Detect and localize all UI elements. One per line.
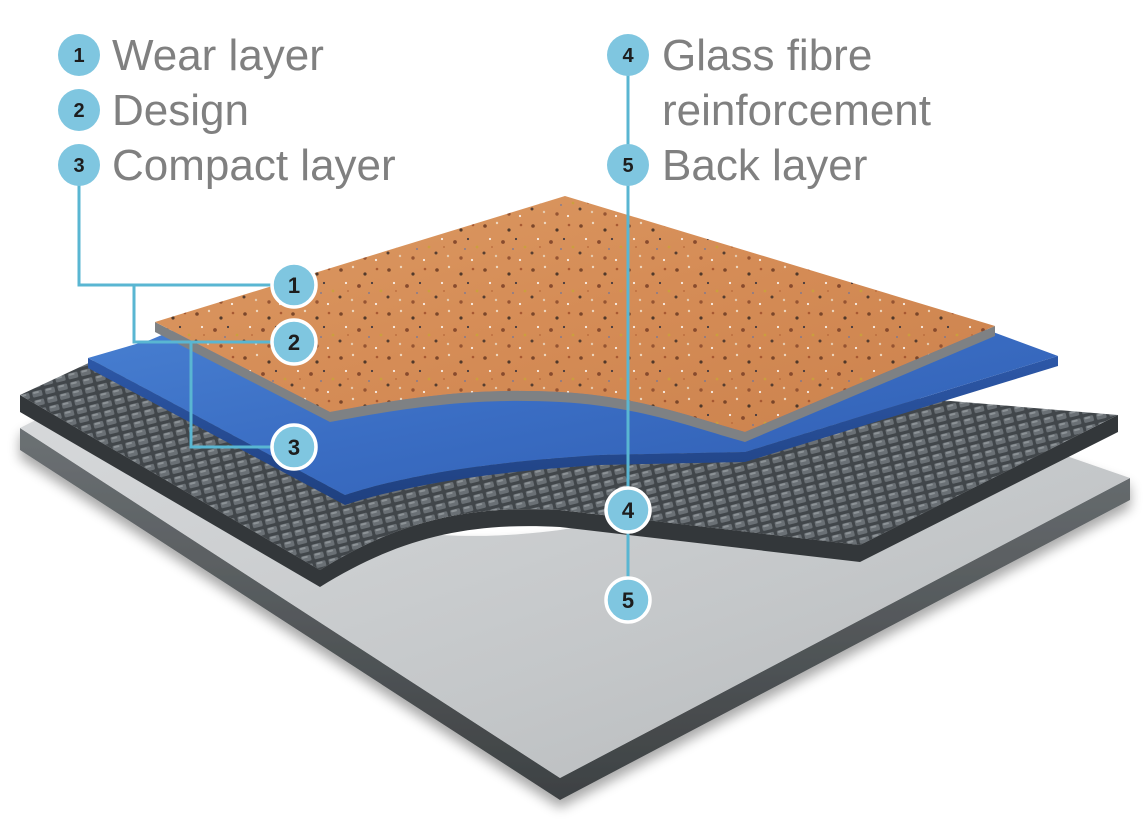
legend-label: Design: [112, 86, 249, 135]
legend-label: Glass fibre: [662, 31, 872, 80]
leader-line-left: [77, 177, 272, 287]
legend-item-back-layer: 5 Back layer: [607, 141, 867, 190]
numbered-circle-icon: [58, 144, 100, 186]
legend-right: 4 Glass fibre reinforcement 5 Back layer: [607, 31, 931, 190]
wear-layer: [155, 196, 995, 442]
legend-left: 1 Wear layer 2 Design 3 Compact layer: [58, 31, 396, 190]
callout-number: 5: [622, 588, 634, 613]
numbered-circle-icon: [604, 486, 652, 534]
numbered-circle-icon: [604, 576, 652, 624]
numbered-circle-icon: [607, 34, 649, 76]
legend-label: Compact layer: [112, 141, 396, 190]
callout-number: 4: [622, 498, 635, 523]
callouts: 1 2 3 4 5: [270, 261, 652, 624]
legend-number: 4: [622, 45, 634, 67]
legend-number: 1: [73, 45, 84, 67]
legend-item-glass-fibre: 4 Glass fibre reinforcement: [607, 31, 931, 135]
legend-item-wear-layer: 1 Wear layer: [58, 31, 324, 80]
numbered-circle-icon: [58, 34, 100, 76]
legend-item-design: 2 Design: [58, 86, 249, 135]
callout-4: 4: [604, 486, 652, 534]
legend-label: Wear layer: [112, 31, 324, 80]
callout-3: 3: [270, 423, 318, 471]
numbered-circle-icon: [270, 318, 318, 366]
callout-1: 1: [270, 261, 318, 309]
legend-item-compact-layer: 3 Compact layer: [58, 141, 396, 190]
callout-number: 2: [288, 330, 300, 355]
legend-label-continued: reinforcement: [662, 86, 931, 135]
legend-number: 5: [622, 155, 633, 177]
numbered-circle-icon: [270, 423, 318, 471]
numbered-circle-icon: [58, 89, 100, 131]
numbered-circle-icon: [270, 261, 318, 309]
leader-line-2: [132, 285, 272, 344]
wear-layer-edge: [155, 322, 995, 442]
callout-5: 5: [604, 576, 652, 624]
legend-number: 3: [73, 155, 84, 177]
callout-2: 2: [270, 318, 318, 366]
wear-layer-speckle: [155, 196, 995, 432]
leader-line-3: [189, 342, 272, 449]
numbered-circle-icon: [607, 144, 649, 186]
legend-number: 2: [73, 100, 84, 122]
callout-number: 3: [288, 435, 300, 460]
back-layer-edge: [20, 428, 1130, 800]
legend-label: Back layer: [662, 141, 867, 190]
callout-number: 1: [288, 273, 300, 298]
